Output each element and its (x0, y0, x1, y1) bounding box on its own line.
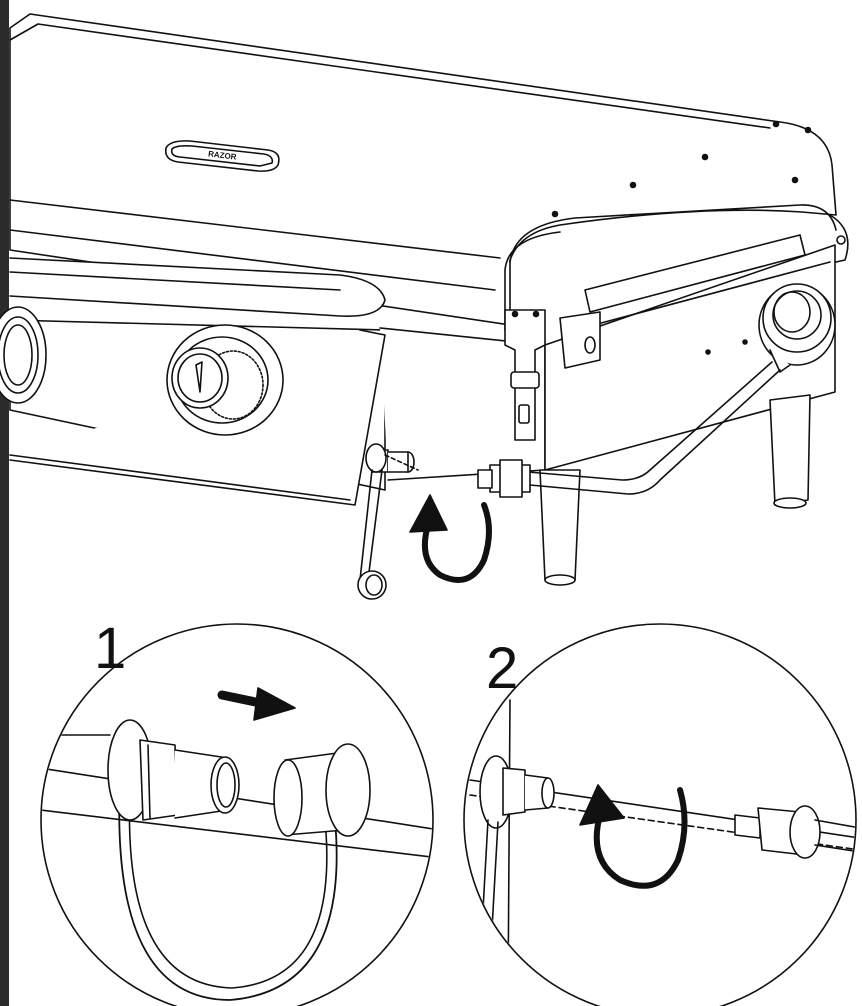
rotate-ccw-arrow-icon (410, 495, 489, 580)
burner-knob-right (167, 325, 283, 435)
step-number-2: 2 (486, 636, 519, 701)
rotate-ccw-arrow-icon (580, 785, 685, 886)
burner-knob-left (0, 307, 46, 403)
step-number-1: 1 (94, 616, 127, 681)
inlet-fitting (358, 444, 418, 599)
propane-regulator (759, 284, 835, 372)
gas-hose (478, 362, 780, 497)
brand-plate-text: RAZOR (208, 149, 238, 161)
detail-circle-step-1 (40, 624, 440, 1006)
detail-circle-step-2 (464, 624, 860, 1006)
arrow-right-icon (222, 688, 295, 720)
brand-plate: RAZOR (166, 141, 279, 171)
page-edge-bar (0, 0, 9, 1006)
